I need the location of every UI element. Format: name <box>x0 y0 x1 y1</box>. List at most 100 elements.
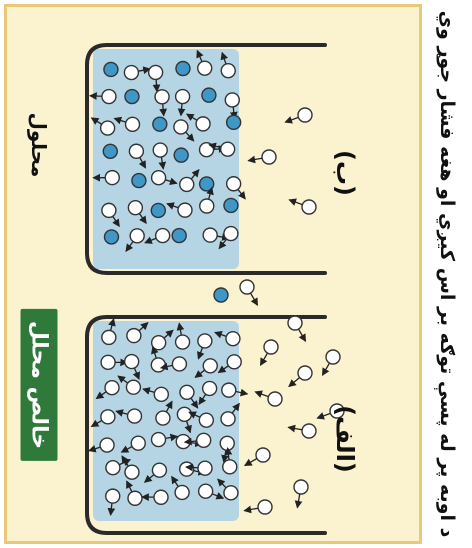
solvent-particle <box>90 117 116 136</box>
solvent-particle <box>147 64 164 93</box>
solvent-particle <box>224 92 240 120</box>
caption-text: د اوبه پر له پسې توګه بر اس کيږي او هغه … <box>436 10 458 538</box>
solvent-particle <box>90 409 116 428</box>
particles-layer <box>88 49 345 516</box>
solvent-particle <box>185 113 211 132</box>
beaker-wall-solution <box>85 43 327 275</box>
solute-particle <box>103 229 120 245</box>
solvent-particle <box>222 447 238 475</box>
solvent-particle <box>214 330 241 347</box>
solvent-particle <box>95 379 120 400</box>
solvent-particle <box>127 199 147 225</box>
vapor-particle <box>259 339 279 367</box>
solute-particle <box>131 172 147 189</box>
panel-label-a: (الف) <box>331 405 359 473</box>
vapor-particle <box>247 149 277 165</box>
solvent-particle <box>220 402 240 427</box>
vapor-particle <box>287 423 317 439</box>
solute-particle <box>102 143 118 159</box>
solvent-particle <box>196 49 213 76</box>
solvent-particle <box>185 460 213 476</box>
solute-particle <box>213 287 229 303</box>
solute-particle <box>150 202 166 219</box>
solvent-particle <box>198 380 218 406</box>
solvent-particle <box>88 437 115 453</box>
solvent-particle <box>174 322 191 350</box>
solvent-particle <box>120 435 146 453</box>
solvent-particle <box>171 475 190 501</box>
label-pure-solvent: خالص محلل <box>20 308 58 462</box>
label-solution: محلول <box>27 112 51 178</box>
vapor-pressure-diagram <box>85 43 345 535</box>
solvent-particle <box>183 432 212 449</box>
solvent-particle <box>208 141 236 157</box>
solution-liquid <box>93 49 239 269</box>
solute-particle <box>124 88 140 105</box>
solute-particle <box>171 227 187 244</box>
diagram-frame: محلول خالص محلل (ب) (الف) <box>4 4 422 544</box>
solvent-particle <box>188 411 215 428</box>
solvent-particle <box>105 488 121 516</box>
solute-particle <box>223 197 239 214</box>
vapor-particle <box>293 479 309 509</box>
solvent-particle <box>88 88 117 105</box>
vapor-particle <box>321 349 341 377</box>
solvent-particle <box>142 386 169 403</box>
solvent-particle <box>121 455 140 480</box>
solvent-particle <box>194 358 218 378</box>
solvent-particle <box>125 228 145 252</box>
solvent-particle <box>92 169 120 186</box>
vapor-particle <box>243 499 273 515</box>
vapor-particle <box>254 390 283 407</box>
solvent-particle <box>155 400 173 426</box>
solvent-particle <box>150 431 179 448</box>
solvent-particle <box>197 333 213 360</box>
solute-particle <box>152 116 168 132</box>
solvent-particle <box>197 483 225 500</box>
solvent-particle <box>221 382 249 398</box>
solvent-particle <box>141 489 169 505</box>
solvent-particle <box>179 169 200 193</box>
solvent-particle <box>217 354 242 374</box>
solute-particle <box>173 147 189 163</box>
solvent-particle <box>179 384 199 409</box>
solvent-particle <box>128 143 147 169</box>
vapor-particle <box>288 365 313 388</box>
solvent-particle <box>123 64 152 81</box>
vapor-particle <box>288 198 317 215</box>
solvent-particle <box>154 89 170 117</box>
solvent-particle <box>152 142 168 170</box>
solvent-particle <box>113 116 141 133</box>
solvent-particle <box>173 119 195 142</box>
solvent-particle <box>202 227 230 243</box>
solute-particle <box>201 87 217 103</box>
vapor-particle <box>284 107 313 124</box>
panel-label-b: (ب) <box>331 149 359 197</box>
vapor-particle <box>316 403 345 420</box>
solvent-particle <box>199 186 215 214</box>
solute-particle <box>103 61 119 78</box>
solute-particle <box>175 60 191 77</box>
solvent-particle <box>220 51 236 79</box>
container-solution <box>85 43 327 275</box>
solvent-particle <box>174 88 191 117</box>
solvent-particle <box>101 318 117 346</box>
solute-particle <box>225 114 242 131</box>
vapor-particle <box>287 315 307 343</box>
solvent-particle <box>159 356 188 372</box>
beaker-wall-solvent <box>85 315 327 535</box>
solvent-particle <box>126 322 149 344</box>
solvent-particle <box>217 478 239 501</box>
solvent-particle <box>101 202 120 228</box>
solvent-particle <box>117 375 142 395</box>
solvent-particle <box>225 176 246 200</box>
solvent-particle <box>143 462 168 483</box>
solvent-particle <box>115 408 143 424</box>
solvent-particle <box>123 353 140 380</box>
solvent-particle <box>218 225 239 250</box>
solvent-particle <box>150 170 178 186</box>
solvent-particle <box>144 227 171 244</box>
solvent-particle <box>166 202 193 218</box>
vapor-particle <box>239 279 259 307</box>
vapor-particle <box>243 447 271 467</box>
